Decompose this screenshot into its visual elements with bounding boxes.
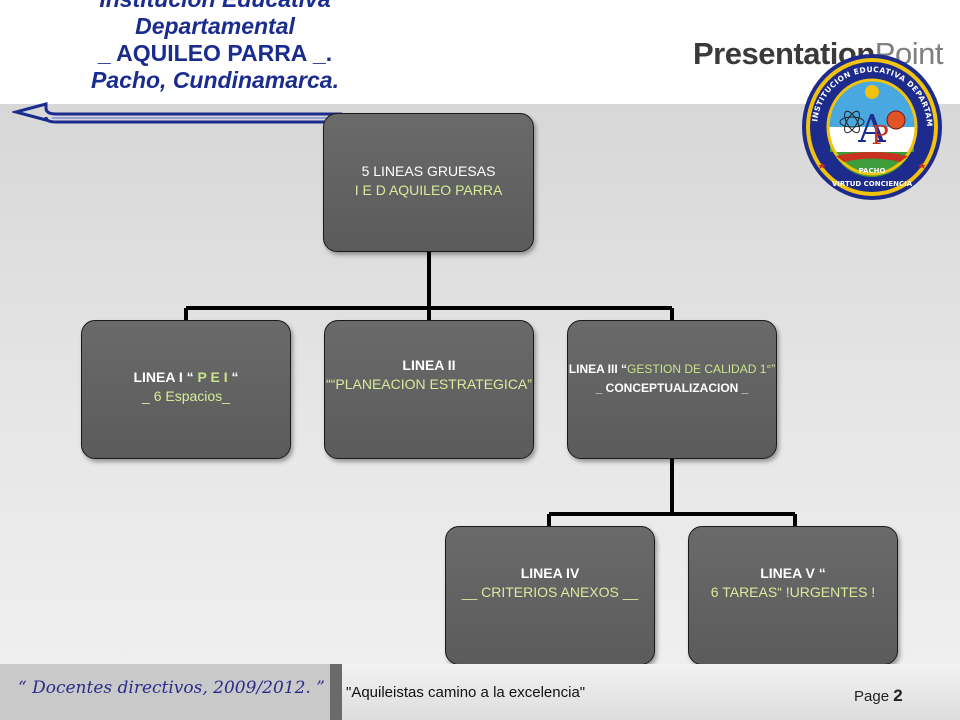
linea-1-title-post: “	[231, 369, 239, 385]
linea-4-sub: __ CRITERIOS ANEXOS __	[461, 584, 639, 600]
footer-motto: "Aquileistas camino a la excelencia"	[346, 684, 586, 701]
title-line-4: Pacho, Cundinamarca.	[91, 67, 339, 93]
title-line-3: _ AQUILEO PARRA _.	[97, 40, 333, 66]
linea-5-sub: 6 TAREAS“ !URGENTES !	[710, 584, 876, 600]
linea-4-text: LINEA IV __ CRITERIOS ANEXOS __	[445, 564, 655, 602]
svg-text:P: P	[871, 121, 889, 151]
footer-divider	[330, 664, 342, 720]
footer-right-panel	[342, 664, 960, 720]
linea-2-title: LINEA II	[402, 357, 456, 373]
linea-1-title-highlight: P E I	[193, 369, 232, 385]
linea-1-text: LINEA I “ P E I “ _ 6 Espacios_	[81, 368, 291, 406]
seal-place: PACHO	[859, 167, 886, 175]
title-line-1: Institución Educativa	[40, 0, 390, 13]
footer-left-panel	[0, 664, 330, 720]
page-number: 2	[893, 686, 903, 705]
title-line-2: Departamental	[135, 13, 295, 39]
linea-3-text: LINEA III “GESTION DE CALIDAD 1°” _ CONC…	[542, 360, 802, 398]
linea-5-title: LINEA V “	[760, 565, 826, 581]
linea-1-sub: _ 6 Espacios_	[142, 388, 230, 404]
curved-arrow-icon	[12, 102, 342, 124]
linea-1-title-pre: LINEA I “	[133, 369, 194, 385]
root-node-text: 5 LINEAS GRUESAS I E D AQUILEO PARRA	[323, 162, 534, 200]
org-node-linea-2	[324, 320, 534, 459]
org-node-root	[323, 113, 534, 252]
linea-3-sub: _ CONCEPTUALIZACION _	[595, 381, 749, 395]
seal-motto: VIRTUD CONCIENCIA	[832, 180, 913, 188]
linea-2-sub: ““PLANEACION ESTRATEGICA”	[326, 376, 532, 392]
org-node-linea-4	[445, 526, 655, 665]
svg-text:A: A	[857, 107, 886, 151]
linea-4-title: LINEA IV	[520, 565, 580, 581]
linea-3-title-highlight: GESTION DE CALIDAD 1°”	[627, 362, 776, 376]
org-node-linea-5	[688, 526, 898, 665]
linea-3-title-pre: LINEA III “	[568, 362, 628, 376]
school-seal-logo: INSTITUCION EDUCATIVA DEPARTAMENTAL AQUI…	[800, 52, 942, 200]
linea-5-text: LINEA V “ 6 TAREAS“ !URGENTES !	[688, 564, 898, 602]
page-indicator: Page 2	[854, 686, 903, 706]
org-node-linea-3	[567, 320, 777, 459]
linea-2-text: LINEA II ““PLANEACION ESTRATEGICA”	[324, 356, 534, 394]
page-label: Page	[854, 688, 890, 705]
root-line-1: 5 LINEAS GRUESAS	[361, 163, 496, 179]
footer-docentes-text: “ Docentes directivos, 2009/2012. ”	[18, 678, 325, 698]
org-node-linea-1	[81, 320, 291, 459]
root-line-2: I E D AQUILEO PARRA	[354, 182, 503, 198]
slide-title: Institución Educativa Departamental _ AQ…	[40, 0, 390, 94]
